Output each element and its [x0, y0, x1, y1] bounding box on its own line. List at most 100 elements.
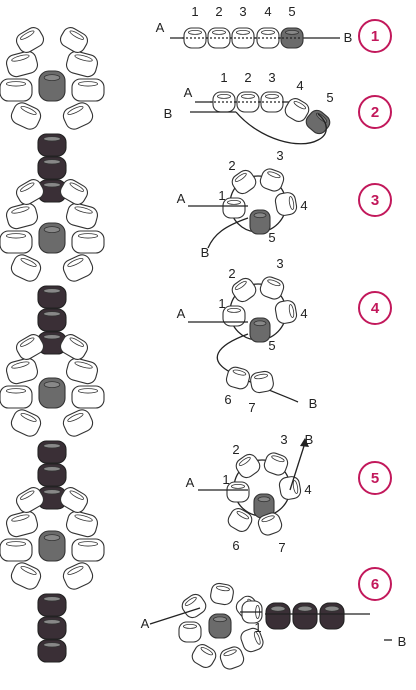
step4-bead-2-body [231, 277, 257, 303]
step6-end-b: B [398, 634, 407, 649]
step4-bead-5 [249, 317, 271, 343]
strip-flower-2-bead-upper-right-body [59, 179, 89, 205]
strip-flower-3-bead-upper-left-hole [19, 337, 35, 347]
step5-bead-2 [235, 453, 261, 479]
strip-flower-4-bead-top-left-hole [11, 514, 30, 522]
strip-flower-3-bead-upper-right [59, 334, 89, 360]
step5-bead-5-hole [257, 496, 271, 503]
step3-bead-number-2: 2 [228, 158, 235, 173]
strip-flower-4-bead-bottom-right [62, 562, 94, 590]
step6-dark-bead-1-hole [270, 605, 286, 612]
step3-bead-4 [274, 192, 298, 216]
strip-flower-1-bead-center-hole [43, 74, 61, 82]
strip-flower-4-bead-top-right-hole [74, 514, 93, 522]
strip-flower-1-bead-left [0, 78, 33, 102]
step5-bead-number-3: 3 [280, 432, 287, 447]
step3-end-b: B [201, 245, 210, 260]
step2-bead-3-hole [265, 94, 279, 99]
step1-bead-number-3: 3 [239, 4, 246, 19]
step3-bead-4-body [274, 192, 298, 216]
step6-bead-lower-right-body [219, 646, 245, 670]
step-circle-4 [358, 291, 392, 325]
strip-dark-1-2-hole [43, 182, 61, 188]
strip-flower-1-bead-bottom-left [10, 102, 42, 130]
step6-bead-number-1: 1 [254, 620, 261, 635]
step6-bead-upper-left-body [181, 593, 207, 619]
strip-flower-4-bead-center [38, 530, 66, 562]
step5-bead-number-1: 1 [222, 472, 229, 487]
strip-dark-2-0 [37, 285, 67, 309]
strip-flower-3-bead-center [38, 377, 66, 409]
strip-flower-3-bead-upper-right-body [59, 334, 89, 360]
strip-flower-1-bead-bottom-left-hole [20, 105, 37, 115]
step4-bead-number-5: 5 [268, 338, 275, 353]
step6-bead-lower-left-body [191, 644, 217, 668]
strip-flower-1-bead-upper-right-body [59, 27, 89, 53]
step4-bead-number-1: 1 [218, 296, 225, 311]
strip-flower-2-bead-center-hole [43, 226, 61, 234]
step5-bead-7 [257, 512, 283, 536]
strip-flower-4-bead-top-left-body [5, 510, 39, 538]
strip-flower-2-bead-top-left [5, 202, 39, 230]
step3-bead-3 [259, 168, 285, 192]
strip-flower-3-bead-center-hole [43, 381, 61, 389]
strip-flower-1-bead-right [71, 78, 105, 102]
strip-flower-2-bead-upper-left-hole [19, 182, 35, 192]
strip-flower-1-bead-bottom-right [62, 102, 94, 130]
step2-bead-number-3: 3 [268, 70, 275, 85]
step2-bead-number-5: 5 [326, 90, 333, 105]
strip-flower-4-bead-top-left [5, 510, 39, 538]
strip-flower-3-bead-top-left-hole [11, 361, 30, 369]
strip-flower-2-bead-right-hole [77, 233, 99, 239]
step1-end-a: A [156, 20, 165, 35]
strip-flower-4-bead-upper-right [59, 487, 89, 513]
step3-bead-number-4: 4 [300, 198, 307, 213]
step3-bead-5 [249, 209, 271, 235]
step5-bead-number-2: 2 [232, 442, 239, 457]
step5-bead-3-hole [271, 455, 285, 463]
strip-dark-3-0-hole [43, 443, 61, 449]
strip-flower-4-bead-upper-left [15, 487, 45, 513]
step4-bead-1-hole [227, 308, 241, 313]
strip-flower-2-bead-top-right-hole [74, 206, 93, 214]
strip-flower-1-bead-top-left-body [5, 50, 39, 78]
step5-bead-6-body [227, 508, 253, 532]
step5-end-b: B [305, 432, 314, 447]
strip-flower-1-bead-bottom-right-hole [67, 105, 84, 115]
step5-bead-5 [253, 493, 275, 519]
strip-flower-3-bead-bottom-right-hole [67, 412, 84, 422]
strip-flower-3-bead-top-right [65, 357, 99, 385]
step3-bead-2 [231, 169, 257, 195]
strip-flower-4-bead-bottom-left-body [10, 562, 42, 590]
step1-end-b: B [344, 30, 353, 45]
strip-flower-3-bead-right-hole [77, 388, 99, 394]
strip-flower-1-bead-upper-right-hole [69, 30, 85, 40]
strip-dark-4-1-hole [43, 619, 61, 625]
strip-flower-4-bead-center-hole [43, 534, 61, 542]
strip-dark-3-1 [37, 463, 67, 487]
strip-flower-1-bead-upper-right [59, 27, 89, 53]
strip-dark-3-1-hole [43, 466, 61, 472]
step-circle-1 [358, 19, 392, 53]
step6-bead-right [240, 627, 264, 653]
strip-flower-3-bead-right [71, 385, 105, 409]
strip-flower-1-bead-bottom-right-body [62, 102, 94, 130]
strip-flower-2-bead-top-left-hole [11, 206, 30, 214]
strip-flower-1-bead-center [38, 70, 66, 102]
step4-bead-number-3: 3 [276, 256, 283, 271]
strip-dark-1-1 [37, 156, 67, 180]
step3-bead-5-hole [253, 212, 267, 219]
step4-bead-2 [231, 277, 257, 303]
step5-bead-4-hole [292, 480, 299, 494]
step4-bead-1 [222, 305, 246, 327]
step4-bead-5-hole [253, 320, 267, 327]
step6-bead-center [208, 613, 232, 639]
step-number-1: 1 [371, 28, 379, 45]
strip-flower-4-bead-left [0, 538, 33, 562]
strip-flower-2-bead-upper-left [15, 179, 45, 205]
step1-bead-number-2: 2 [215, 4, 222, 19]
strip-flower-4-bead-right-hole [77, 541, 99, 547]
step1-bead-4-hole [261, 30, 275, 35]
strip-flower-1-bead-top-right [65, 50, 99, 78]
step-circle-3 [358, 183, 392, 217]
